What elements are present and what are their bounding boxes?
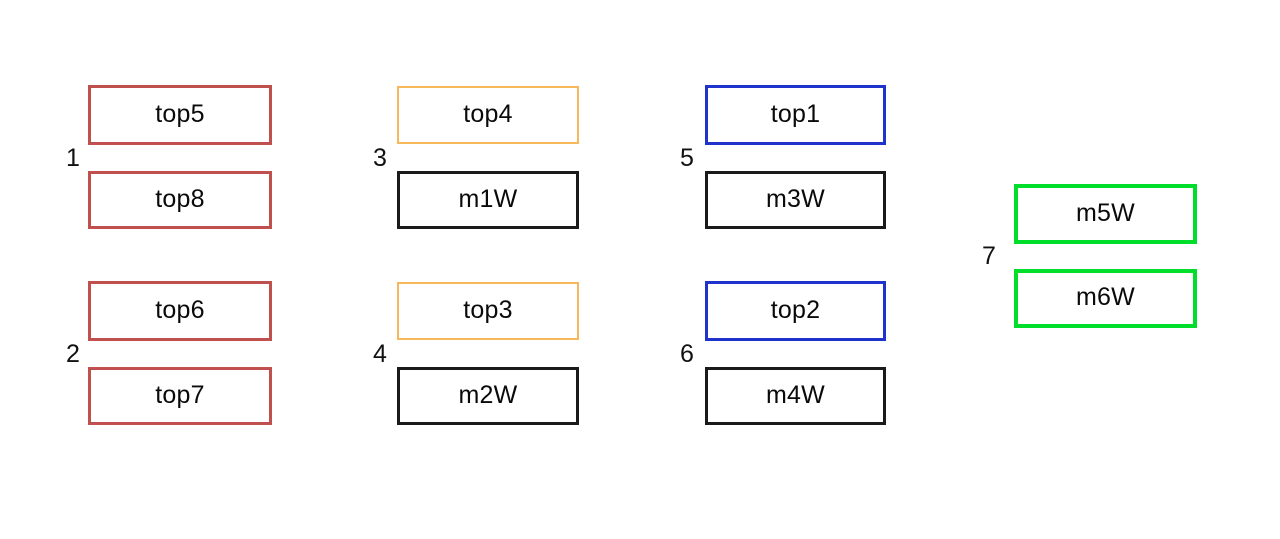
group-index-1: 1 xyxy=(66,144,80,172)
node-box-m4w[interactable]: m4W xyxy=(705,367,886,425)
node-box-label: top3 xyxy=(463,295,513,324)
group-index-2: 2 xyxy=(66,340,80,368)
node-box-label: m2W xyxy=(458,380,518,409)
group-index-6: 6 xyxy=(680,340,694,368)
node-box-top2[interactable]: top2 xyxy=(705,281,886,341)
node-box-m2w[interactable]: m2W xyxy=(397,367,579,425)
node-box-top7[interactable]: top7 xyxy=(88,367,272,425)
node-box-top6[interactable]: top6 xyxy=(88,281,272,341)
node-box-top1[interactable]: top1 xyxy=(705,85,886,145)
node-box-label: m5W xyxy=(1076,198,1135,227)
node-box-label: top1 xyxy=(770,99,821,128)
group-index-5: 5 xyxy=(680,144,694,172)
node-box-top5[interactable]: top5 xyxy=(88,85,272,145)
node-box-m6w[interactable]: m6W xyxy=(1014,269,1197,328)
node-box-label: top5 xyxy=(155,99,205,128)
node-box-label: top7 xyxy=(155,380,205,409)
group-index-4: 4 xyxy=(373,340,387,368)
node-box-top3[interactable]: top3 xyxy=(397,282,579,340)
node-box-m1w[interactable]: m1W xyxy=(397,171,579,229)
node-box-top4[interactable]: top4 xyxy=(397,86,579,144)
node-box-label: top2 xyxy=(770,295,821,324)
node-box-label: m6W xyxy=(1076,283,1135,311)
node-box-label: m1W xyxy=(458,184,518,213)
group-index-7: 7 xyxy=(982,242,996,270)
node-box-top8[interactable]: top8 xyxy=(88,171,272,229)
node-box-label: top8 xyxy=(155,184,205,213)
node-box-m5w[interactable]: m5W xyxy=(1014,184,1197,244)
group-index-3: 3 xyxy=(373,144,387,172)
node-box-m3w[interactable]: m3W xyxy=(705,171,886,229)
node-box-label: m3W xyxy=(766,184,825,213)
node-box-label: top4 xyxy=(463,99,513,128)
node-box-label: top6 xyxy=(155,295,205,324)
node-box-label: m4W xyxy=(766,380,825,409)
